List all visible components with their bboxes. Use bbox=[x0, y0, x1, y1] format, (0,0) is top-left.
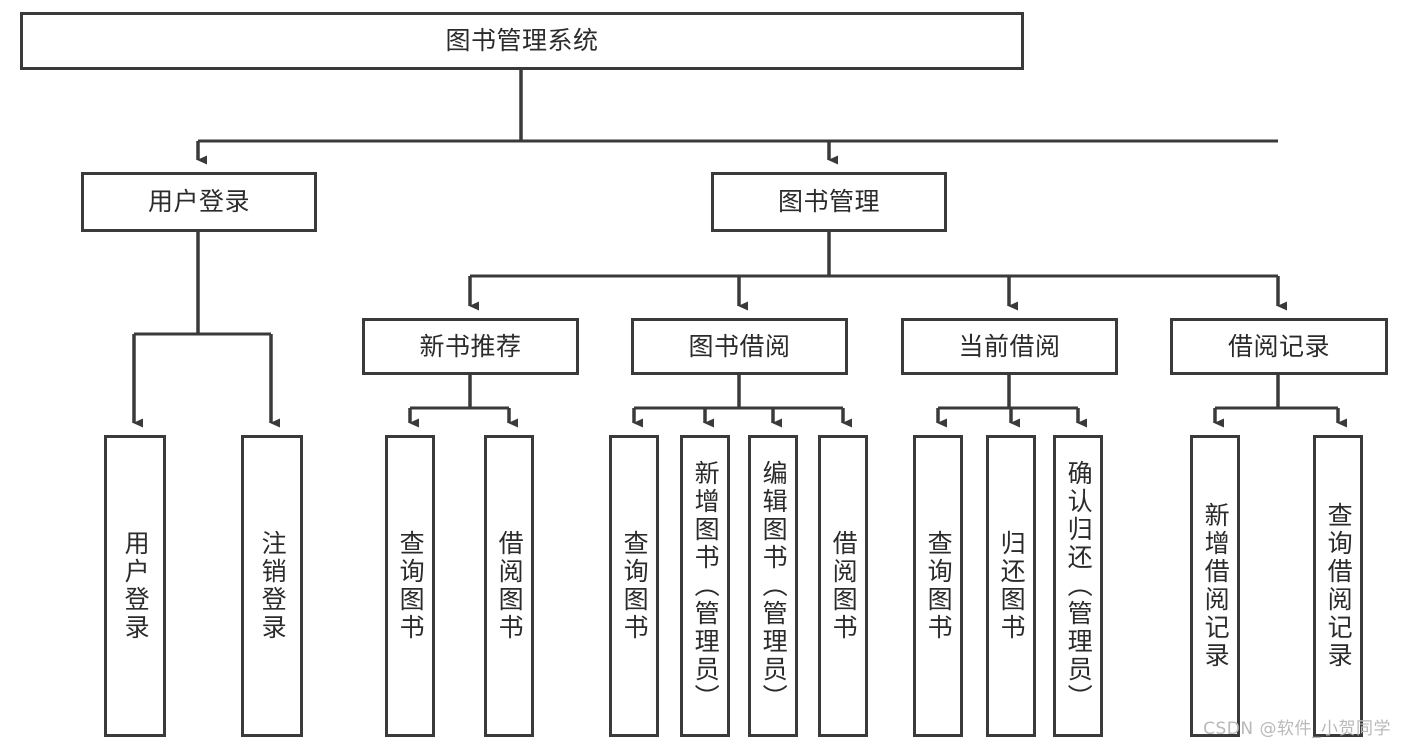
node-br-add-record-label: 新增借阅记录 bbox=[1201, 502, 1231, 670]
node-br-query-record[interactable]: 查询借阅记录 bbox=[1313, 435, 1363, 737]
node-bb-borrow-book[interactable]: 借阅图书 bbox=[818, 435, 868, 737]
connector-currentborrow-to-leaves bbox=[936, 375, 1087, 428]
node-nbr-query-book[interactable]: 查询图书 bbox=[385, 435, 435, 737]
node-bb-edit-book-label: 编辑图书（管理员） bbox=[759, 460, 789, 712]
node-cb-query-book-label: 查询图书 bbox=[924, 530, 954, 642]
node-user-login-leaf-label: 用户登录 bbox=[121, 530, 151, 642]
node-user-logout-leaf-label: 注销登录 bbox=[258, 530, 288, 642]
node-bb-query-book-label: 查询图书 bbox=[620, 530, 650, 642]
connector-bookmgmt-to-level3 bbox=[468, 232, 1287, 311]
node-borrow-record[interactable]: 借阅记录 bbox=[1170, 318, 1388, 375]
node-new-book-recommend[interactable]: 新书推荐 bbox=[362, 318, 579, 375]
node-br-add-record[interactable]: 新增借阅记录 bbox=[1190, 435, 1240, 737]
node-user-login[interactable]: 用户登录 bbox=[81, 172, 317, 232]
node-book-management[interactable]: 图书管理 bbox=[711, 172, 947, 232]
node-br-query-record-label: 查询借阅记录 bbox=[1324, 502, 1354, 670]
node-book-management-label: 图书管理 bbox=[777, 187, 880, 217]
connector-bookborrow-to-leaves bbox=[632, 375, 852, 428]
node-user-login-leaf[interactable]: 用户登录 bbox=[104, 435, 166, 737]
node-current-borrow-label: 当前借阅 bbox=[958, 331, 1061, 361]
node-root[interactable]: 图书管理系统 bbox=[20, 12, 1024, 70]
connector-newbook-to-leaves bbox=[408, 375, 518, 428]
node-book-borrow[interactable]: 图书借阅 bbox=[631, 318, 848, 375]
node-cb-confirm-return-label: 确认归还（管理员） bbox=[1064, 460, 1094, 712]
node-cb-return-book[interactable]: 归还图书 bbox=[986, 435, 1036, 737]
node-new-book-recommend-label: 新书推荐 bbox=[419, 331, 522, 361]
node-user-logout-leaf[interactable]: 注销登录 bbox=[241, 435, 303, 737]
node-nbr-borrow-book-label: 借阅图书 bbox=[495, 530, 525, 642]
node-nbr-borrow-book[interactable]: 借阅图书 bbox=[484, 435, 534, 737]
node-borrow-record-label: 借阅记录 bbox=[1227, 331, 1330, 361]
node-bb-query-book[interactable]: 查询图书 bbox=[609, 435, 659, 737]
node-book-borrow-label: 图书借阅 bbox=[688, 331, 791, 361]
node-current-borrow[interactable]: 当前借阅 bbox=[901, 318, 1118, 375]
node-root-label: 图书管理系统 bbox=[445, 26, 599, 56]
node-user-login-label: 用户登录 bbox=[147, 187, 250, 217]
node-bb-add-book[interactable]: 新增图书（管理员） bbox=[680, 435, 730, 737]
node-cb-confirm-return[interactable]: 确认归还（管理员） bbox=[1053, 435, 1103, 737]
node-bb-borrow-book-label: 借阅图书 bbox=[829, 530, 859, 642]
node-nbr-query-book-label: 查询图书 bbox=[396, 530, 426, 642]
node-bb-add-book-label: 新增图书（管理员） bbox=[691, 460, 721, 712]
connector-root-to-level2 bbox=[196, 70, 1278, 165]
connector-borrowrecord-to-leaves bbox=[1213, 375, 1347, 428]
connector-userlogin-to-leaves bbox=[132, 232, 280, 428]
node-bb-edit-book[interactable]: 编辑图书（管理员） bbox=[748, 435, 798, 737]
node-cb-query-book[interactable]: 查询图书 bbox=[913, 435, 963, 737]
node-cb-return-book-label: 归还图书 bbox=[997, 530, 1027, 642]
